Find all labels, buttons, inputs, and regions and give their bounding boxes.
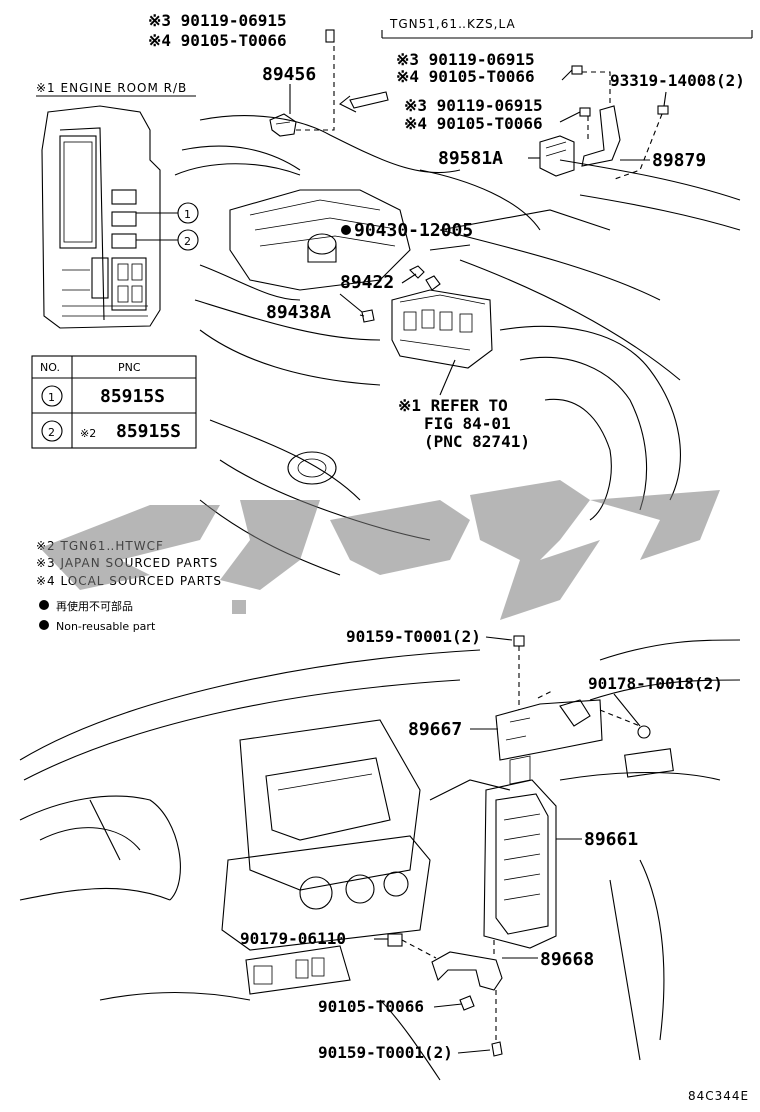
pnc-table: NO. PNC 1 85915S 2 ※2 85915S (31, 355, 197, 449)
label-p3b: ※4 90105-T0066 (396, 67, 535, 86)
table-header-pnc: PNC (118, 361, 141, 374)
table-row-2-pnc: 85915S (116, 421, 181, 442)
fasteners-top (339, 225, 441, 323)
label-p1a: ※3 90119-06915 (148, 11, 287, 30)
label-90105: 90105-T0066 (318, 997, 424, 1016)
label-p5a: ※3 90119-06915 (404, 96, 543, 115)
label-89456: 89456 (262, 64, 316, 85)
label-90178: 90178-T0018(2) (588, 674, 723, 693)
table-header-no: NO. (40, 361, 60, 374)
table-row-2-note: ※2 (80, 427, 96, 440)
callout-1-circle (177, 202, 199, 224)
engine-room-label: ※1 ENGINE ROOM R/B (36, 81, 187, 95)
sensor-89456 (269, 29, 389, 137)
callout-1: 1 (184, 208, 191, 221)
label-90430: 90430-12005 (354, 220, 473, 241)
label-89879: 89879 (652, 150, 706, 171)
label-90159-top: 90159-T0001(2) (346, 627, 481, 646)
engine-room-relay-box: ※1 ENGINE ROOM R/B 1 2 (36, 81, 199, 329)
callout-2-circle (177, 229, 199, 251)
label-p5b: ※4 90105-T0066 (404, 114, 543, 133)
bracket-89668 (387, 933, 503, 1057)
dashboard-sketch (19, 639, 741, 1081)
label-p1b: ※4 90105-T0066 (148, 31, 287, 50)
label-90159-bottom: 90159-T0001(2) (318, 1043, 453, 1062)
non-reusable-marker-icon (341, 225, 351, 235)
refer-line-3: (PNC 82741) (424, 432, 530, 451)
table-row-1-pnc: 85915S (100, 386, 165, 407)
part-labels: ※3 90119-06915 ※4 90105-T0066 89456 TGN5… (148, 11, 749, 1103)
table-row-1-no: 1 (48, 391, 55, 404)
ecu-89661 (483, 635, 651, 949)
legend-jp: 再使用不可部品 (56, 599, 133, 613)
label-93319: 93319-14008(2) (610, 71, 745, 90)
refer-line-2: FIG 84-01 (424, 414, 511, 433)
label-89422: 89422 (340, 272, 394, 293)
non-reusable-marker-icon (39, 600, 49, 610)
non-reusable-marker-icon (39, 620, 49, 630)
direction-arrow-icon (349, 91, 389, 109)
label-89438A: 89438A (266, 302, 331, 323)
label-89581A: 89581A (438, 148, 503, 169)
legend-en: Non-reusable part (56, 620, 156, 633)
callout-2: 2 (184, 235, 191, 248)
label-p3a: ※3 90119-06915 (396, 50, 535, 69)
label-89667: 89667 (408, 719, 462, 740)
table-row-2-no: 2 (48, 426, 55, 439)
variant-header: TGN51,61‥KZS,LA (389, 17, 516, 31)
watermark-logo (40, 480, 720, 620)
refer-line-1: ※1 REFER TO (398, 396, 508, 415)
label-89668: 89668 (540, 949, 594, 970)
label-89661: 89661 (584, 829, 638, 850)
figure-code: 84C344E (688, 1089, 749, 1103)
relay-block (391, 289, 493, 396)
bracket-89879 (381, 30, 753, 181)
leader-lines (289, 69, 667, 1054)
label-90179: 90179-06110 (240, 929, 346, 948)
